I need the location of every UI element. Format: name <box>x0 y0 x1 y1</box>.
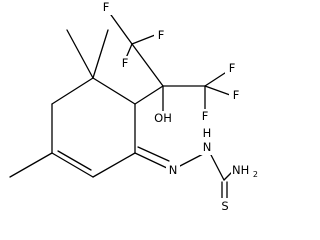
molecule-structure-diagram: F F F F F F OH N N H NH 2 S <box>9 0 265 214</box>
bond-gem-methyl-left <box>66 29 94 79</box>
bond-ring-c2-c3-inner <box>57 150 92 171</box>
atom-label-f3: F <box>122 56 129 70</box>
atom-label-f2: F <box>158 28 165 42</box>
atom-label-s: S <box>221 199 228 213</box>
bond-cf3-right-f4 <box>204 70 229 87</box>
atom-label-f1: F <box>103 0 110 14</box>
bond-n-n <box>177 152 206 168</box>
bond-cf3-right-f5 <box>204 85 231 96</box>
atom-label-nh2-subscript: 2 <box>253 170 258 179</box>
bonds <box>9 7 234 199</box>
atom-label-n-imine: N <box>169 163 178 177</box>
bond-ring-c4-c5 <box>51 77 94 105</box>
bond-n-cs <box>209 152 225 181</box>
bond-ring-c2-c3 <box>51 152 94 178</box>
bond-cf3-top-f2 <box>131 34 156 45</box>
bond-ring-c5-c6 <box>92 77 136 105</box>
bond-c1-n-imine <box>134 152 170 170</box>
bond-gem-methyl-right <box>92 29 109 79</box>
atom-label-f4: F <box>229 61 236 75</box>
atom-label-nh2-main: NH <box>232 163 249 177</box>
atom-label-f5: F <box>233 88 240 102</box>
atom-label-n-hydrazine: N <box>203 140 212 154</box>
bond-carbinol-cf3-top <box>131 43 164 87</box>
atom-label-nh2: NH 2 <box>232 163 258 179</box>
bond-cf3-top-f3 <box>125 43 133 59</box>
bond-ring-to-carbinol <box>134 85 164 105</box>
bond-c1-n-imine-double <box>137 146 170 162</box>
bond-methyl-c3 <box>9 152 53 178</box>
atom-labels: F F F F F F OH N N H NH 2 S <box>99 0 265 214</box>
atom-label-h-nh: H <box>203 126 212 140</box>
atom-label-oh: OH <box>154 111 172 125</box>
atom-label-f6: F <box>202 109 209 123</box>
bond-ring-c1-c2 <box>92 152 136 178</box>
